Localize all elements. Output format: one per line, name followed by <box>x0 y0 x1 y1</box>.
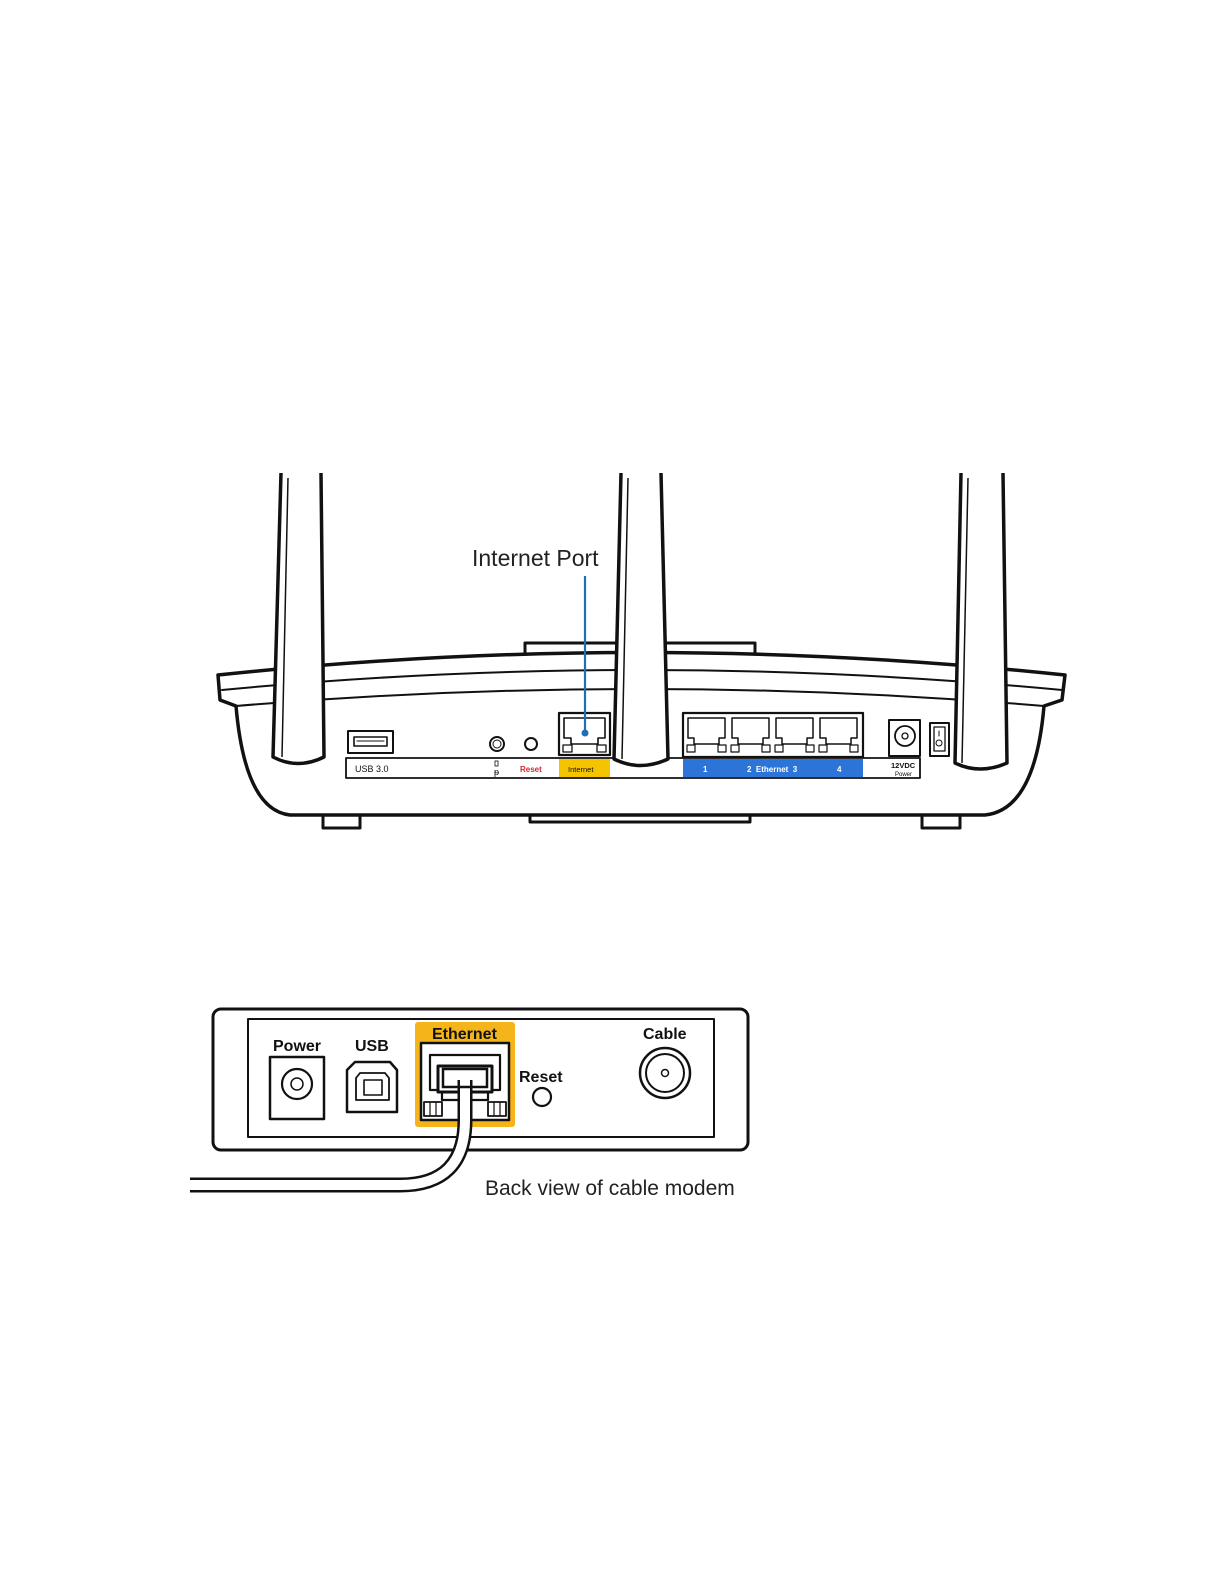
lan-port <box>730 717 771 753</box>
reset-button <box>524 737 538 751</box>
lan-port-4-label: 4 <box>837 765 842 774</box>
antenna-center <box>612 472 670 768</box>
modem-reset-button <box>531 1086 553 1108</box>
lan-port <box>774 717 815 753</box>
usb-port <box>347 730 394 754</box>
modem-power-label: Power <box>273 1038 321 1055</box>
ethernet-cable <box>190 1080 473 1193</box>
internet-label-highlight <box>559 759 610 777</box>
router-reset-label: Reset <box>520 765 542 774</box>
lan-port <box>686 717 727 753</box>
modem-ethernet-label: Ethernet <box>432 1026 498 1043</box>
modem-reset-label: Reset <box>519 1069 563 1086</box>
antenna-right <box>953 472 1009 771</box>
modem-usb-port <box>345 1060 399 1114</box>
power-switch <box>929 722 950 757</box>
router-voltage-label: 12VDC <box>891 761 916 770</box>
router-antennas <box>271 472 1009 771</box>
router-usb-label: USB 3.0 <box>355 764 389 774</box>
lan-ethernet-label: 2 Ethernet 3 <box>747 765 798 774</box>
modem-inner-panel <box>247 1018 715 1138</box>
lan-port <box>818 717 859 753</box>
router-center-base <box>528 813 752 824</box>
router-foot-right <box>920 813 962 830</box>
modem-caption: Back view of cable modem <box>485 1177 735 1200</box>
modem-cable-label: Cable <box>643 1026 687 1043</box>
antenna-left <box>271 472 326 766</box>
ethernet-label-strip <box>683 759 863 777</box>
lan-port-1-label: 1 <box>703 765 708 774</box>
router-internet-label: Internet <box>568 765 594 774</box>
wps-button <box>489 736 505 752</box>
modem-usb-label: USB <box>355 1038 389 1055</box>
modem-power-jack <box>268 1055 326 1121</box>
wps-icon: ᵽ <box>494 767 499 777</box>
dc-power-jack <box>888 719 921 757</box>
lan-ports <box>681 711 865 759</box>
internet-port-callout: Internet Port <box>472 545 599 571</box>
modem-cable-connector <box>638 1046 692 1100</box>
router-power-label: Power <box>895 772 912 778</box>
router-foot-left <box>321 813 362 830</box>
callout-dot <box>581 729 589 737</box>
